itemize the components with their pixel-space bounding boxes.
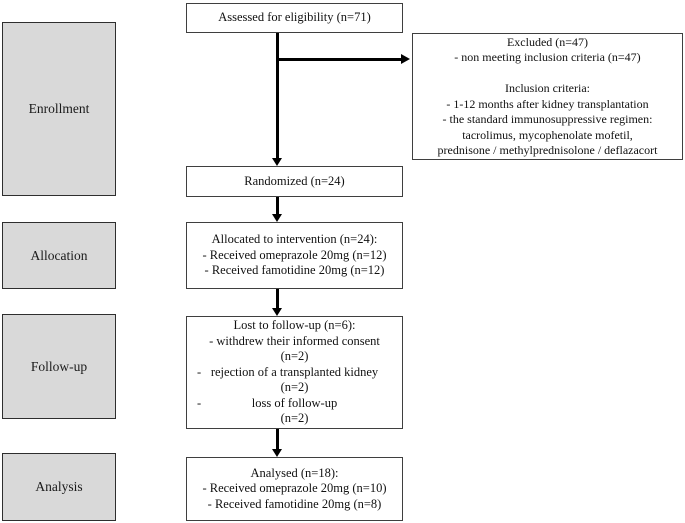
stage-box-enrollment: Enrollment: [2, 22, 116, 196]
stage-label-follow-up: Follow-up: [30, 358, 88, 374]
excluded-line: tacrolimus, mycophenolate mofetil,: [462, 127, 633, 142]
lost-to-follow-up-box: Lost to follow-up (n=6): - withdrew thei…: [186, 316, 403, 429]
arrow-allocated-to-lost-line: [276, 289, 279, 308]
arrow-lost-to-analysed-line: [276, 429, 279, 449]
randomized-text: Randomized (n=24): [244, 173, 345, 188]
arrow-randomized-to-allocated-line: [276, 197, 279, 214]
list-dash: -: [197, 364, 202, 379]
stage-box-allocation: Allocation: [2, 222, 116, 289]
analysed-line: - Received omeprazole 20mg (n=10): [202, 481, 387, 496]
lost-item-2-text: rejection of a transplanted kidney: [210, 364, 379, 379]
lost-count-3: (n=2): [280, 411, 309, 426]
lost-item-3: - loss of follow-up: [187, 396, 402, 412]
allocated-box: Allocated to intervention (n=24): - Rece…: [186, 222, 403, 289]
lost-count-2: (n=2): [280, 380, 309, 395]
arrow-randomized-to-allocated-head: [272, 214, 282, 222]
analysed-line: Analysed (n=18):: [250, 465, 339, 480]
lost-item-2: - rejection of a transplanted kidney: [187, 365, 402, 381]
arrow-assessed-to-randomized-head: [272, 158, 282, 166]
excluded-line: prednisone / methylprednisolone / deflaz…: [437, 143, 658, 157]
excluded-box: Excluded (n=47) - non meeting inclusion …: [412, 33, 683, 160]
assessed-text: Assessed for eligibility (n=71): [218, 10, 371, 25]
stage-label-analysis: Analysis: [35, 479, 83, 494]
excluded-line: Excluded (n=47): [506, 34, 589, 49]
arrow-allocated-to-lost-head: [272, 308, 282, 316]
allocated-line: Allocated to intervention (n=24):: [211, 232, 378, 247]
stage-label-enrollment: Enrollment: [28, 101, 90, 116]
randomized-box: Randomized (n=24): [186, 166, 403, 197]
lost-title: Lost to follow-up (n=6):: [233, 318, 356, 333]
lost-item-3-text: loss of follow-up: [251, 395, 338, 410]
excluded-line: Inclusion criteria:: [505, 81, 590, 95]
allocated-line: - Received omeprazole 20mg (n=12): [202, 247, 387, 262]
analysed-line: - Received famotidine 20mg (n=8): [207, 496, 382, 511]
list-dash: -: [197, 395, 202, 410]
analysed-box: Analysed (n=18): - Received omeprazole 2…: [186, 457, 403, 521]
excluded-line-spacer: [413, 66, 682, 82]
excluded-line: - 1-12 months after kidney transplantati…: [446, 96, 649, 111]
stage-box-analysis: Analysis: [2, 453, 116, 521]
allocated-line: - Received famotidine 20mg (n=12): [204, 263, 385, 278]
arrow-to-excluded-head: [401, 54, 410, 64]
excluded-line: - non meeting inclusion criteria (n=47): [454, 50, 641, 64]
arrow-assessed-to-randomized-line: [276, 33, 279, 158]
excluded-line: - the standard immunosuppressive regimen…: [442, 112, 653, 126]
stage-label-allocation: Allocation: [30, 247, 88, 263]
lost-item-1: - withdrew their informed consent: [209, 333, 380, 348]
arrow-lost-to-analysed-head: [272, 449, 282, 457]
assessed-box: Assessed for eligibility (n=71): [186, 3, 403, 33]
stage-box-follow-up: Follow-up: [2, 314, 116, 419]
lost-count-1: (n=2): [280, 349, 309, 364]
arrow-to-excluded-line: [277, 58, 401, 61]
